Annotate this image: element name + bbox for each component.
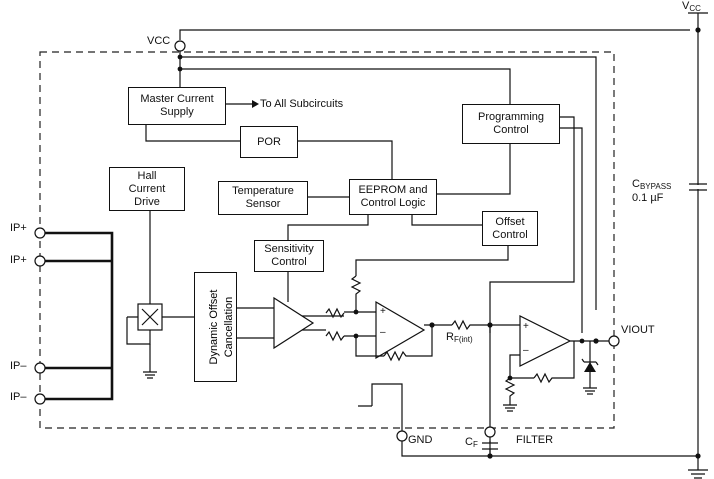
gnd-pin — [396, 430, 408, 442]
output-amp-plus: + — [523, 321, 529, 332]
ip-plus-pin-2 — [34, 255, 46, 267]
ip-minus-label-1: IP– — [10, 360, 27, 372]
gain-amp-plus: + — [380, 306, 386, 317]
vcc-rail — [179, 29, 690, 40]
filter-pin — [484, 426, 496, 438]
cbypass-capacitor — [689, 183, 707, 191]
preamp-triangle — [273, 296, 315, 350]
ip-plus-pin-1 — [34, 227, 46, 239]
vcc-supply-label: VCC — [682, 0, 701, 13]
ip-plus-label-1: IP+ — [10, 222, 27, 234]
output-amp-triangle — [519, 315, 572, 367]
vcc-to-programming — [180, 68, 511, 104]
viout-pin — [608, 335, 620, 347]
to-all-subcircuits-label: To All Subcircuits — [260, 98, 344, 110]
package-outline — [39, 51, 615, 429]
ground-symbol-right — [688, 469, 708, 479]
rf-int-resistor — [451, 319, 520, 331]
ip-minus-label-2: IP– — [10, 391, 27, 403]
gain-amp-triangle — [375, 300, 426, 360]
por-block: POR — [240, 126, 298, 158]
ip-minus-pin-2 — [34, 393, 46, 405]
viout-label: VIOUT — [621, 324, 655, 336]
output-amp-minus: – — [523, 345, 529, 356]
filter-label: FILTER — [516, 434, 554, 446]
vcc-junction — [695, 27, 701, 33]
cf-label: CF — [465, 436, 478, 449]
gnd-label: GND — [408, 434, 433, 446]
gnd-internal-wire — [358, 383, 403, 431]
rf-int-label: RF(int) — [446, 331, 473, 344]
cbypass-value: 0.1 µF — [632, 192, 664, 204]
ip-minus-pin-1 — [34, 362, 46, 374]
gain-amp-minus: – — [380, 327, 386, 338]
output-ground — [503, 377, 517, 412]
vcc-pin — [174, 40, 186, 52]
vcc-pin-label: VCC — [147, 35, 171, 47]
ip-plus-label-2: IP+ — [10, 254, 27, 266]
hall-ground — [143, 344, 157, 379]
primary-current-path — [45, 231, 114, 401]
cbypass-label: CBYPASS — [632, 178, 672, 191]
gnd-rail — [401, 441, 698, 457]
vcc-to-output-amp — [180, 56, 597, 310]
dynamic-offset-cancellation-block: Dynamic Offset Cancellation — [194, 272, 237, 382]
